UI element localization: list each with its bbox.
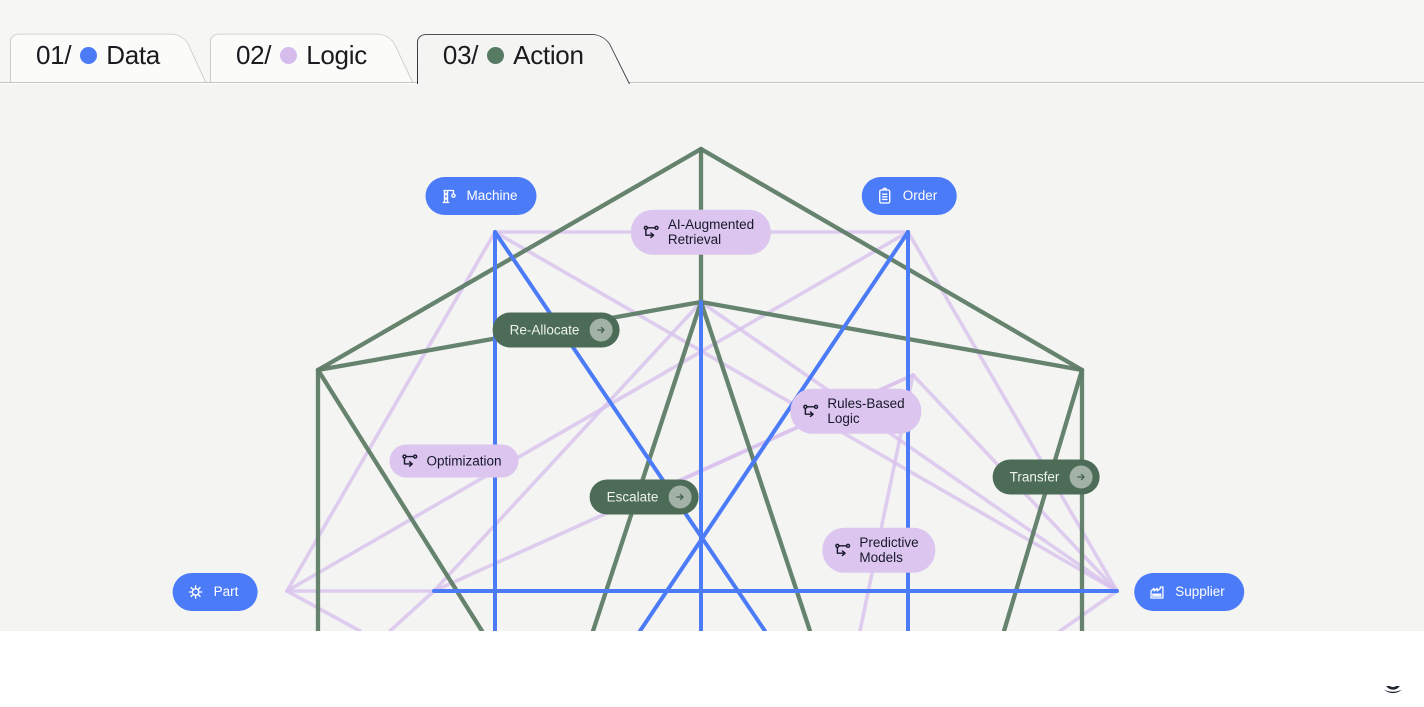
node-label: Predictive Models <box>859 534 919 565</box>
workflow-route-icon <box>400 452 419 471</box>
node-label: Part <box>213 584 239 600</box>
purple-dot-icon <box>280 47 298 64</box>
node-label: Optimization <box>426 453 502 469</box>
tab-bar: 01/ Data 02/ Logic 03/ Action <box>0 0 1424 83</box>
tab-data[interactable]: 01/ Data <box>10 27 206 82</box>
diagram-edges <box>285 146 1119 631</box>
workflow-route-icon <box>833 541 852 560</box>
node-escalate[interactable]: Escalate <box>589 479 699 515</box>
node-label: AI-Augmented Retrieval <box>667 216 755 247</box>
diagram-edge-blue <box>638 230 910 631</box>
arrow-right-circle-icon <box>589 318 613 342</box>
node-label: Order <box>902 188 938 204</box>
node-supplier[interactable]: Supplier <box>1134 573 1244 611</box>
gear-part-icon <box>186 582 206 602</box>
node-rules-based-logic[interactable]: Rules-Based Logic <box>790 388 922 434</box>
clipboard-order-icon <box>875 186 895 206</box>
node-re-allocate[interactable]: Re-Allocate <box>492 312 620 348</box>
footer-whitespace <box>0 631 1424 686</box>
tab-number: 02/ <box>235 40 272 70</box>
node-predictive-models[interactable]: Predictive Models <box>822 527 936 573</box>
arrow-right-circle-icon <box>668 485 692 509</box>
diagram-edge-green <box>315 146 704 373</box>
tabs-row: 01/ Data 02/ Logic 03/ Action <box>10 27 630 82</box>
tab-label: Action <box>513 40 584 70</box>
diagram-edge-green <box>1001 367 1085 631</box>
tab-number: 01/ <box>36 40 72 70</box>
node-label: Escalate <box>606 489 659 505</box>
node-label: Rules-Based Logic <box>827 395 905 426</box>
diagram-edge-purple <box>285 230 497 593</box>
tab-label: Logic <box>306 40 367 70</box>
diagram-edge-green <box>315 367 485 631</box>
node-machine[interactable]: Machine <box>425 177 537 215</box>
tab-action[interactable]: 03/ Action <box>417 27 630 82</box>
workflow-route-icon <box>642 223 661 242</box>
node-order[interactable]: Order <box>861 177 957 215</box>
node-transfer[interactable]: Transfer <box>992 459 1100 495</box>
diagram-edge-purple <box>432 300 703 593</box>
crane-machine-icon <box>438 186 458 206</box>
diagram-edge-green <box>590 299 704 631</box>
node-ai-augmented-retrieval[interactable]: AI-Augmented Retrieval <box>630 209 772 255</box>
node-optimization[interactable]: Optimization <box>389 444 519 478</box>
diagram-edge-green <box>698 299 1085 373</box>
tab-logic[interactable]: 02/ Logic <box>210 27 413 82</box>
factory-supplier-icon <box>1147 582 1167 602</box>
node-label: Machine <box>466 188 518 204</box>
tab-label: Data <box>106 40 160 70</box>
diagram-edge-purple <box>285 589 362 631</box>
diagram-edge-purple <box>1058 589 1119 631</box>
diagram-edge-purple <box>388 589 436 631</box>
node-part[interactable]: Part <box>172 573 258 611</box>
diagram-edge-green <box>698 299 813 631</box>
workflow-route-icon <box>801 402 820 421</box>
green-dot-icon <box>487 47 505 64</box>
blue-dot-icon <box>80 47 98 64</box>
node-label: Supplier <box>1175 584 1225 600</box>
node-label: Transfer <box>1009 469 1060 485</box>
tab-number: 03/ <box>442 40 479 70</box>
arrow-right-circle-icon <box>1069 465 1093 489</box>
node-label: Re-Allocate <box>509 322 580 338</box>
diagram-edge-blue <box>493 230 767 631</box>
